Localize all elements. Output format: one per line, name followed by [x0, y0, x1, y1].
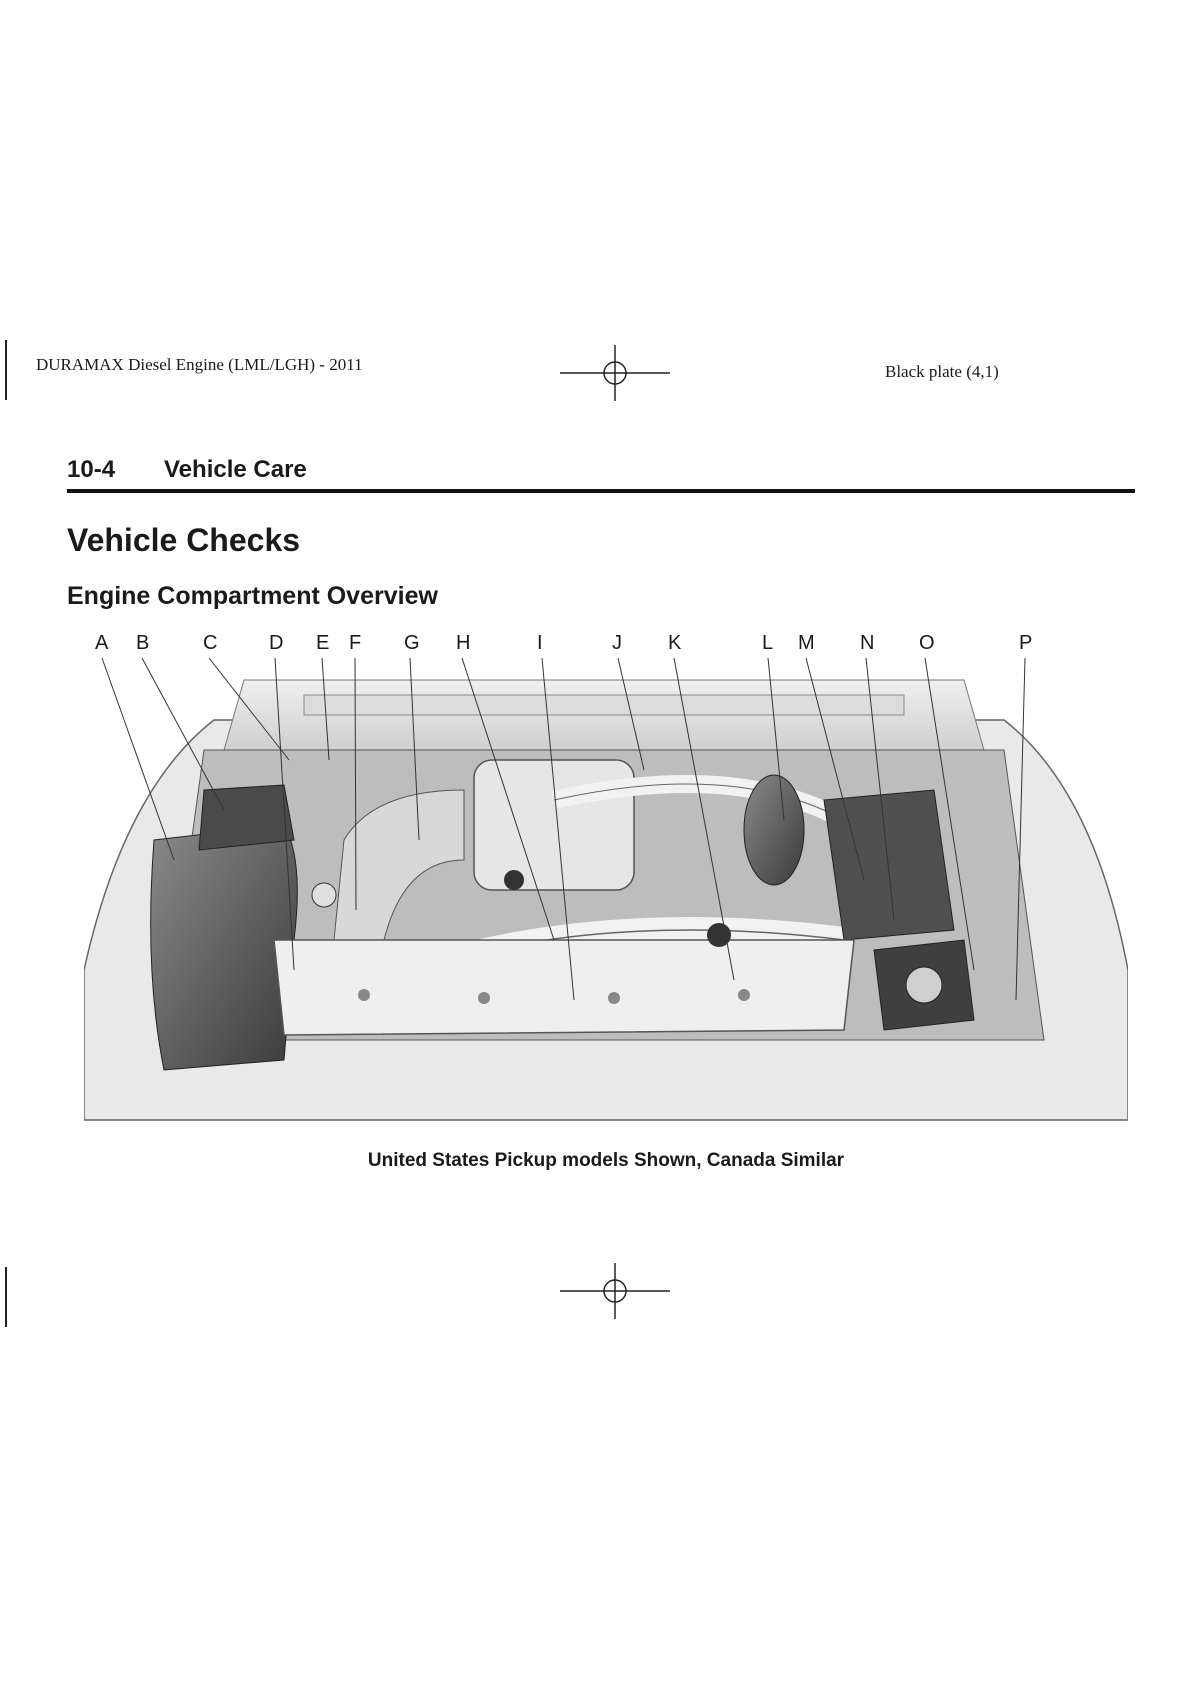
- registration-mark-top: [560, 345, 670, 401]
- crop-mark-left-top: [5, 340, 7, 400]
- engine-compartment-illustration: A B C D E F G H I J K L M N O P: [84, 640, 1128, 1122]
- figure-caption: United States Pickup models Shown, Canad…: [84, 1150, 1128, 1172]
- registration-mark-bottom: [560, 1263, 670, 1319]
- section-title: Vehicle Care: [164, 456, 307, 484]
- callout-leader-lines: [84, 640, 1128, 1122]
- plate-label: Black plate (4,1): [885, 362, 999, 382]
- section-number: 10-4: [67, 456, 115, 484]
- page-heading: Vehicle Checks: [67, 522, 300, 559]
- section-rule: [67, 489, 1135, 493]
- page-subheading: Engine Compartment Overview: [67, 582, 438, 611]
- document-header-title: DURAMAX Diesel Engine (LML/LGH) - 2011: [36, 355, 363, 375]
- crop-mark-left-bottom: [5, 1267, 7, 1327]
